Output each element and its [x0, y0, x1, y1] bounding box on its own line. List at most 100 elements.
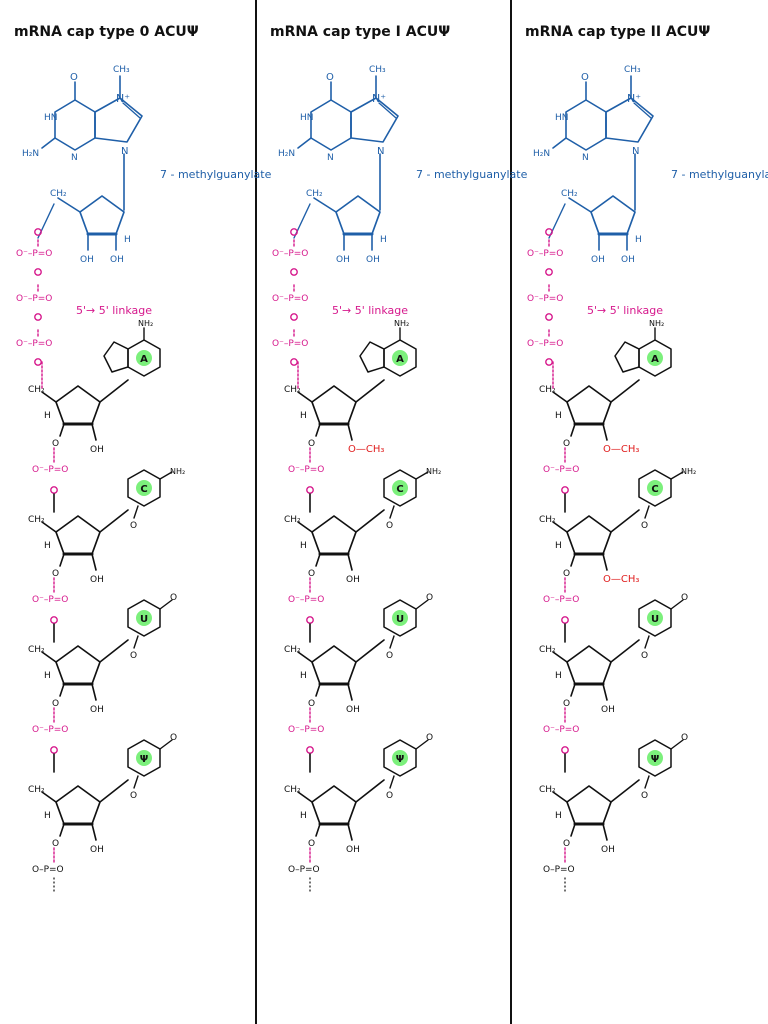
n7-methyl-label: CH₃ — [624, 65, 641, 75]
panel-title-2: mRNA cap type II ACUΨ — [525, 24, 710, 40]
terminal-phosphate: O–P=O — [543, 865, 575, 875]
nh2-bond-1 — [670, 471, 684, 480]
o3-label-1: O — [52, 569, 59, 579]
guanine-five-ring — [605, 97, 654, 143]
o3-label-3: O — [52, 839, 59, 849]
bridge-o-0 — [290, 268, 298, 276]
base-highlight-1 — [392, 480, 408, 496]
oh-label-3: OH — [90, 845, 104, 855]
co-label-2: O — [130, 651, 137, 661]
c3-bond-0 — [59, 423, 65, 437]
bridge-o-0 — [34, 268, 42, 276]
n7-plus-label: N⁺ — [116, 92, 130, 105]
cap-oh-3: OH — [110, 255, 124, 265]
nh2-bond-1 — [415, 471, 429, 480]
ch2-bond-2 — [297, 651, 313, 663]
amino-label: H₂N — [22, 149, 39, 159]
o3-label-2: O — [563, 699, 570, 709]
base-letter-3: Ψ — [396, 754, 405, 765]
base-highlight-3 — [392, 750, 408, 766]
co-top-bond-2 — [415, 599, 429, 610]
imidazole-double-bond — [378, 102, 397, 119]
phosphate-nt-0: O⁻–P=O — [32, 465, 68, 475]
co-bond-2 — [389, 635, 395, 649]
c3-bond-0 — [315, 423, 321, 437]
ch2-label-2: CH₂ — [539, 645, 556, 655]
c3-bond-2 — [315, 683, 321, 697]
co-bond-2 — [133, 635, 139, 649]
terminal-phosphate: O–P=O — [288, 865, 320, 875]
co-bond-3 — [389, 775, 395, 789]
co-label-1: O — [386, 521, 393, 531]
amino-label: H₂N — [533, 149, 550, 159]
cap-h-label: H — [124, 235, 131, 245]
phosphate-1: O⁻–P=O — [16, 294, 52, 304]
cap-oh-3: OH — [621, 255, 635, 265]
phosphate-nt-2: O⁻–P=O — [288, 725, 324, 735]
o3-label-3: O — [308, 839, 315, 849]
base-highlight-2 — [392, 610, 408, 626]
n3-label: N — [327, 153, 334, 163]
methylguanylate-label: 7 - methylguanylate — [416, 168, 528, 181]
c2-bond-3 — [91, 823, 97, 841]
c2-bond-0 — [602, 423, 608, 441]
n9-label: N — [121, 146, 128, 157]
c2-bond-1 — [91, 553, 97, 571]
h-label-3: H — [300, 811, 307, 821]
base-purine-ring-0 — [103, 341, 129, 373]
base-highlight-3 — [647, 750, 663, 766]
ribose-3 — [311, 785, 357, 825]
oh-label-3: OH — [601, 845, 615, 855]
n7-methyl-label: CH₃ — [113, 65, 130, 75]
ch2-label-1: CH₂ — [284, 515, 301, 525]
c3-bond-2 — [59, 683, 65, 697]
methylguanylate-label: 7 - methylguanylate — [671, 168, 768, 181]
amino-label: H₂N — [278, 149, 295, 159]
carbonyl-o: O — [326, 72, 334, 83]
bridge-o-1 — [545, 313, 553, 321]
ch2-bond-0 — [41, 391, 57, 403]
h-label-1: H — [44, 541, 51, 551]
base-highlight-0 — [136, 350, 152, 366]
base-highlight-0 — [647, 350, 663, 366]
co-top-bond-2 — [670, 599, 684, 610]
glycosidic-3 — [355, 779, 385, 803]
co-label-1: O — [130, 521, 137, 531]
c2-bond-2 — [91, 683, 97, 701]
carbonyl-o: O — [70, 72, 78, 83]
nt-o-1 — [561, 616, 569, 624]
base-purine-ring-0 — [359, 341, 385, 373]
nh2-bond-1 — [159, 471, 173, 480]
c3-bond-2 — [570, 683, 576, 697]
cap-oh-2: OH — [591, 255, 605, 265]
co-top-bond-3 — [159, 739, 173, 750]
n1-h-label: HN — [44, 113, 58, 123]
cap-ch2-label: CH₂ — [561, 189, 578, 199]
nt-o-1 — [50, 616, 58, 624]
c2-bond-1 — [347, 553, 353, 571]
bridge-o-2 — [545, 358, 553, 366]
ribose-3 — [566, 785, 612, 825]
linkage-label: 5'→ 5' linkage — [587, 304, 663, 317]
carbonyl-o: O — [581, 72, 589, 83]
cap-5-carbon-bond — [57, 197, 81, 213]
co-top-bond-2 — [159, 599, 173, 610]
guanine-five-ring — [94, 97, 143, 143]
glycosidic-0 — [99, 379, 129, 403]
glycosidic-0 — [610, 379, 640, 403]
glycosidic-1 — [610, 509, 640, 533]
cap-oh-3: OH — [366, 255, 380, 265]
phosphate-nt-2: O⁻–P=O — [543, 725, 579, 735]
n7-plus-label: N⁺ — [372, 92, 386, 105]
ch2-label-1: CH₂ — [539, 515, 556, 525]
o3-label-0: O — [52, 439, 59, 449]
ch2-bond-3 — [297, 791, 313, 803]
cap-oh-2: OH — [336, 255, 350, 265]
nt-o-1 — [306, 616, 314, 624]
ribose-1 — [311, 515, 357, 555]
ch2-bond-1 — [297, 521, 313, 533]
oh-label-3: OH — [346, 845, 360, 855]
